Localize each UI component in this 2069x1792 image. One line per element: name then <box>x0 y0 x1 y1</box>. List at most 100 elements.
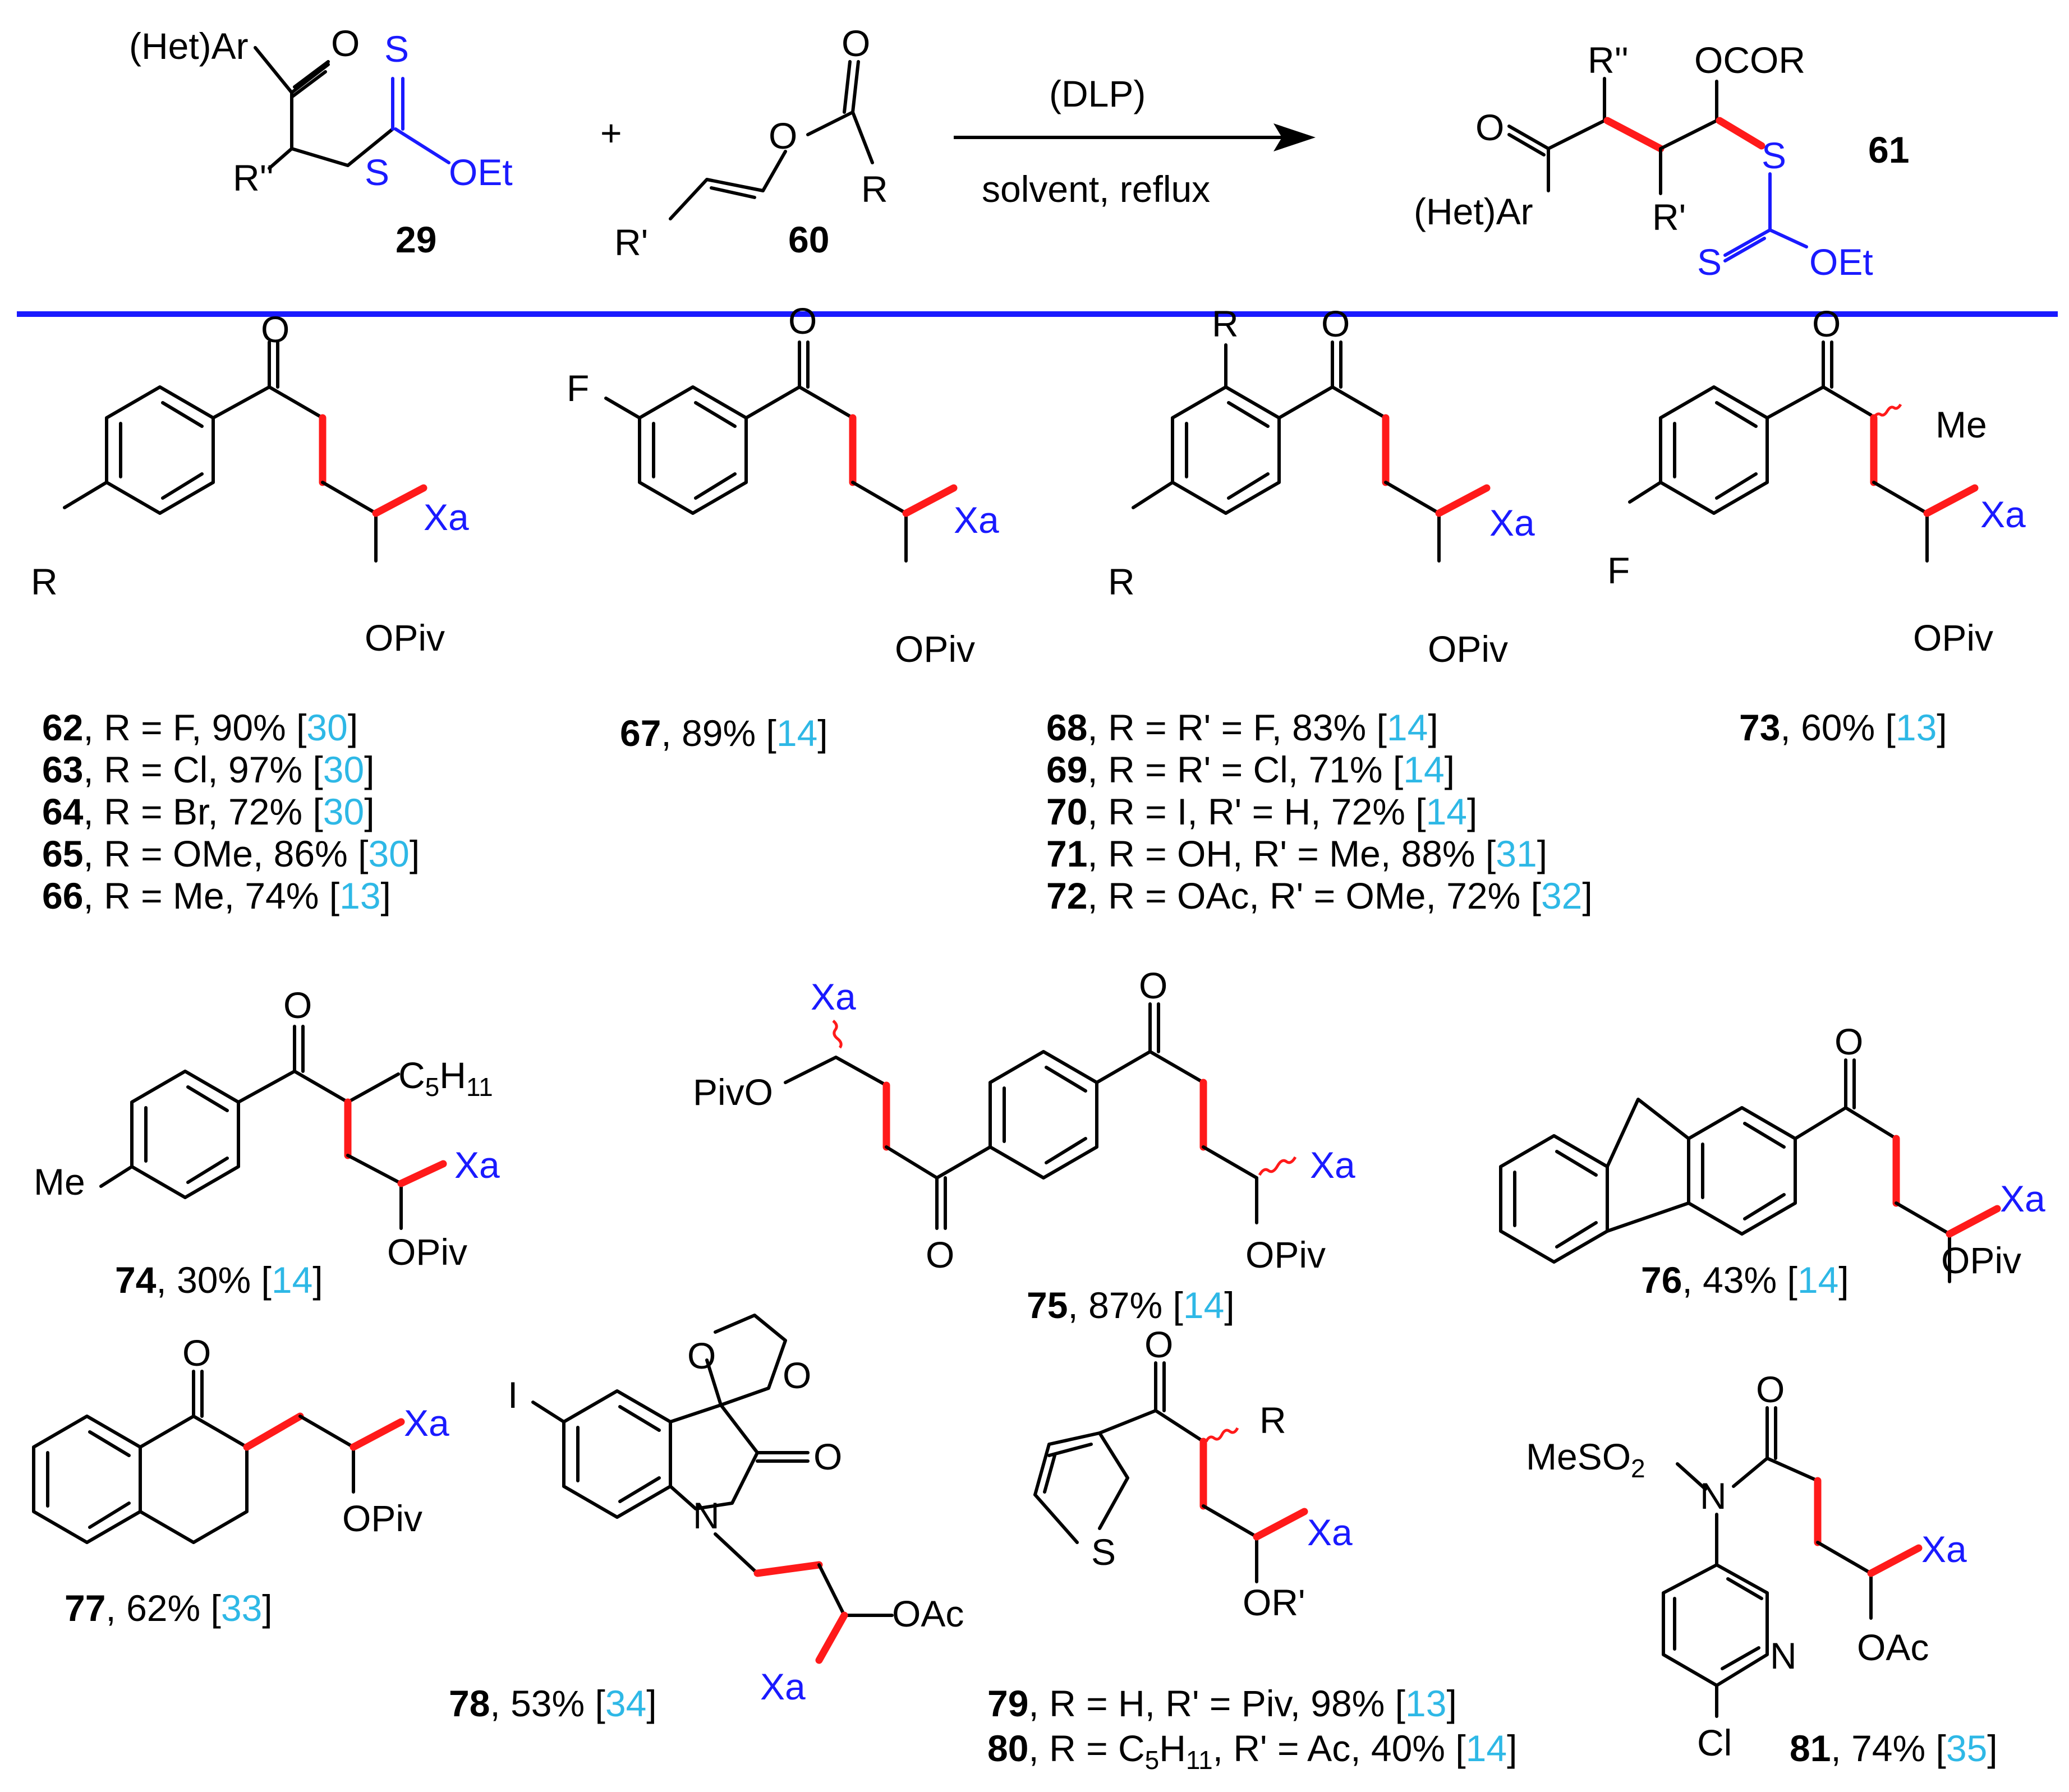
carbonyl-oxygen: O <box>1756 1369 1785 1410</box>
wavy-bond <box>832 1020 843 1049</box>
ring-oxygen: O <box>687 1335 716 1376</box>
caption-81: 81, 74% [35] <box>1790 1727 1998 1769</box>
xa-label: Xa <box>954 499 999 541</box>
xa-label: Xa <box>760 1666 806 1707</box>
new-bond <box>372 484 427 517</box>
bond <box>1033 1493 1079 1544</box>
arrow-head <box>1273 123 1316 151</box>
r-label: R <box>1108 561 1135 602</box>
bond <box>756 1451 810 1463</box>
ring-oxygen: O <box>783 1355 811 1396</box>
new-bond <box>1603 117 1665 153</box>
bond <box>604 340 854 420</box>
structure-77: O Xa OPiv <box>32 1332 449 1544</box>
thione-sulfur-label: S <box>384 28 409 70</box>
bond <box>1095 1002 1205 1084</box>
r-label: R <box>861 168 888 210</box>
bond <box>394 127 450 164</box>
structure-79-80: S O R Xa OR' <box>1033 1324 1353 1623</box>
bond <box>669 1403 759 1510</box>
bond <box>669 178 765 220</box>
opiv-label: OPiv <box>342 1498 422 1539</box>
opiv-label: OPiv <box>1245 1234 1326 1275</box>
new-bond <box>350 1418 405 1451</box>
structure-74: Me O C5H11 Xa OPiv <box>34 984 500 1273</box>
caption: 71, R = OH, R' = Me, 88% [31] <box>1046 833 1547 874</box>
bond <box>714 1532 759 1575</box>
bond <box>1547 77 1606 192</box>
reaction-arrow: (DLP) solvent, reflux <box>954 73 1316 210</box>
caption-76: 76, 43% [14] <box>1641 1259 1849 1301</box>
xa-label: Xa <box>1310 1144 1355 1186</box>
structure-78: I O N O O OAc Xa <box>508 1314 964 1707</box>
bond <box>1202 1504 1258 1583</box>
r-label: R <box>31 561 58 602</box>
fluoro-label: F <box>567 367 589 409</box>
bond <box>761 150 787 192</box>
bond <box>290 60 330 99</box>
pentyl-label: C5H11 <box>398 1054 493 1102</box>
dioxolane-ring <box>705 1314 787 1407</box>
opiv-label: OPiv <box>895 628 975 670</box>
xa-label: Xa <box>404 1402 449 1444</box>
pyridine-nitrogen: N <box>1770 1635 1797 1676</box>
bond <box>321 481 378 563</box>
pyridine-ring <box>1662 1563 1769 1687</box>
condition-solvent: solvent, reflux <box>982 168 1210 210</box>
bond <box>1872 481 1929 563</box>
sulfur-label: S <box>365 151 389 193</box>
chloro-label: Cl <box>1697 1722 1732 1763</box>
r-top-label: R <box>1212 303 1239 344</box>
thiophene-ring <box>1033 1431 1129 1530</box>
opiv-label: OPiv <box>1941 1240 2021 1281</box>
caption: 64, R = Br, 72% [30] <box>42 791 375 832</box>
caption-74: 74, 30% [14] <box>115 1259 323 1301</box>
structure-62-66: O Xa R OPiv <box>31 308 469 658</box>
new-bond <box>397 1160 447 1187</box>
xa-label: Xa <box>811 976 856 1017</box>
bond <box>1794 1058 1898 1140</box>
caption-group-68-72: 68, R = R' = F, 83% [14] 69, R = R' = Cl… <box>1046 707 1593 916</box>
carbonyl-oxygen: O <box>813 1436 842 1477</box>
xa-label: Xa <box>424 496 469 538</box>
bond <box>1659 80 1718 195</box>
bond <box>99 1025 400 1188</box>
bond <box>1202 1145 1258 1224</box>
plus-sign: + <box>600 112 622 154</box>
oxygen-label: O <box>331 22 360 64</box>
het-ar-label: (Het)Ar <box>129 25 249 67</box>
bond <box>1507 125 1550 156</box>
caption-77: 77, 62% [33] <box>65 1587 273 1629</box>
new-bond <box>1253 1508 1308 1541</box>
pivo-label: PivO <box>693 1071 773 1113</box>
caption-78: 78, 53% [34] <box>449 1683 657 1724</box>
carbonyl-oxygen: O <box>1812 303 1841 344</box>
xa-label: Xa <box>454 1144 500 1186</box>
xa-label: Xa <box>1980 494 2026 535</box>
bond <box>1384 481 1441 563</box>
r-dprime-label: R'' <box>1588 39 1629 81</box>
bond <box>1132 340 1387 509</box>
bond <box>1732 1406 1819 1488</box>
compound-number-60: 60 <box>788 219 829 260</box>
bond <box>346 1154 403 1230</box>
opiv-label: OPiv <box>365 617 445 658</box>
xa-label: Xa <box>1489 502 1535 543</box>
caption-67: 67, 89% [14] <box>620 712 828 754</box>
het-ar-label: (Het)Ar <box>1414 191 1533 232</box>
compound-number-29: 29 <box>396 219 436 260</box>
caption-79: 79, R = H, R' = Piv, 98% [13] <box>987 1683 1457 1724</box>
benzene-ring <box>1659 385 1769 515</box>
new-bond <box>1923 484 1979 517</box>
bond <box>1816 1541 1873 1620</box>
bond <box>806 60 874 164</box>
caption-73: 73, 60% [13] <box>1739 707 1947 748</box>
r-prime-label: R' <box>614 222 648 263</box>
new-bond <box>1435 484 1491 517</box>
bond <box>1628 340 1873 504</box>
benzene-ring <box>638 385 748 515</box>
new-bond <box>753 1561 823 1577</box>
caption: 70, R = I, R' = H, 72% [14] <box>1046 791 1477 832</box>
benzene-ring <box>562 1389 672 1519</box>
structure-76: O Xa OPiv <box>1499 1021 2045 1283</box>
